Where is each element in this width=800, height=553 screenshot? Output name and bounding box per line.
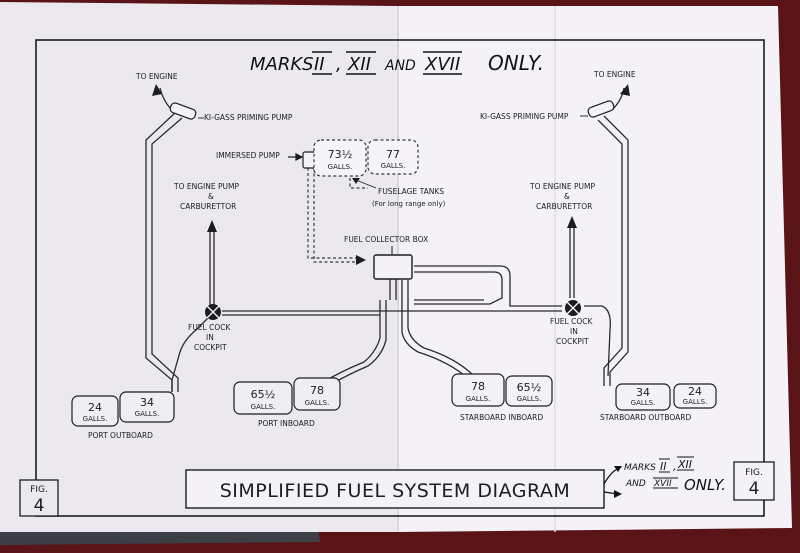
label-cock-left-3: COCKPIT	[194, 343, 227, 352]
figure-label-right: FIG.	[745, 468, 763, 478]
header-mark-a: II	[314, 54, 325, 75]
ki-gass-pump-right	[587, 100, 615, 118]
header-mark-b: XII	[347, 54, 371, 75]
tank-unit: GALLS.	[517, 395, 542, 403]
tank-value: 73½	[328, 148, 353, 161]
fuselage-leader-arrow	[352, 178, 360, 184]
header-underlines	[312, 51, 462, 75]
tank-port-inboard-a: 65½ GALLS.	[233, 381, 293, 415]
tank-fuselage-upper: 77 GALLS.	[367, 139, 419, 175]
tank-starboard-inboard-a: 78 GALLS.	[451, 373, 505, 407]
tank-unit: GALLS.	[305, 399, 330, 407]
tank-unit: GALLS.	[466, 395, 491, 403]
figure-number-right: 4	[749, 479, 760, 499]
title-box	[185, 469, 605, 509]
fuel-collector-box	[373, 254, 413, 280]
label-engine-pump-right-3: CARBURETTOR	[536, 202, 592, 211]
tank-starboard-inboard-b: 65½ GALLS.	[505, 375, 553, 407]
label-to-engine-right: TO ENGINE	[593, 70, 636, 79]
label-engine-pump-left-2: &	[208, 192, 214, 201]
label-engine-pump-right-1: TO ENGINE PUMP	[529, 182, 595, 191]
fuel-cock-right	[565, 300, 581, 316]
tank-unit: GALLS.	[251, 403, 276, 411]
label-engine-pump-left-3: CARBURETTOR	[180, 202, 236, 211]
paper-right-page	[398, 6, 792, 532]
label-port-inboard: PORT INBOARD	[258, 419, 315, 428]
label-cock-right-3: COCKPIT	[556, 337, 589, 346]
label-port-outboard: PORT OUTBOARD	[88, 431, 153, 440]
tank-value: 24	[88, 401, 102, 414]
tank-port-inboard-b: 78 GALLS.	[293, 377, 341, 411]
footer-line1-b: II	[660, 460, 667, 473]
tank-unit: GALLS.	[328, 163, 353, 171]
footer-line2-b: XVII	[653, 479, 672, 489]
footer-arrow-head-b	[614, 490, 622, 498]
label-fuselage-tanks: FUSELAGE TANKS	[378, 187, 444, 196]
figure-number-left: 4	[34, 496, 45, 516]
label-cock-left-1: FUEL COCK	[188, 323, 231, 332]
header-handwritten-note: MARKS II , XII AND XVII ONLY.	[250, 51, 544, 75]
label-cock-left-2: IN	[206, 333, 214, 342]
tank-starboard-mid: 34 GALLS.	[615, 383, 671, 411]
tank-value: 77	[386, 148, 400, 161]
footer-arrow-head-a	[614, 466, 622, 472]
tank-unit: GALLS.	[631, 399, 656, 407]
ki-gass-pump-left	[169, 102, 197, 120]
label-ki-gass-right: KI-GASS PRIMING PUMP	[480, 112, 569, 121]
tank-unit: GALLS.	[683, 398, 708, 406]
tank-value: 65½	[517, 381, 542, 394]
collector-inlet-arrow	[356, 255, 366, 265]
footer-line2-a: AND	[625, 479, 646, 489]
tank-value: 78	[310, 384, 324, 397]
diagram-labels: TO ENGINE TO ENGINE KI-GASS PRIMING PUMP…	[88, 70, 691, 440]
label-ki-gass-left: KI-GASS PRIMING PUMP	[204, 113, 293, 122]
header-mark-c: XVII	[424, 54, 460, 75]
footer-line2-c: ONLY.	[684, 476, 726, 494]
tank-port-mid: 34 GALLS.	[119, 391, 175, 423]
label-engine-pump-left-1: TO ENGINE PUMP	[173, 182, 239, 191]
label-fuel-collector-box: FUEL COLLECTOR BOX	[344, 235, 428, 244]
footer-line1-a: MARKS	[624, 463, 656, 473]
footer-underlines	[653, 456, 694, 489]
footer-handwritten-note: MARKS II , XII AND XVII ONLY.	[603, 458, 726, 498]
label-to-engine-left: TO ENGINE	[135, 72, 178, 81]
tank-unit: GALLS.	[135, 410, 160, 418]
figure-box-left: FIG. 4	[19, 479, 59, 517]
header-marks: MARKS	[250, 54, 314, 75]
footer-line1-d: XII	[677, 458, 692, 471]
tank-value: 34	[636, 386, 650, 399]
label-cock-right-1: FUEL COCK	[550, 317, 593, 326]
tank-value: 34	[140, 396, 154, 409]
tank-value: 24	[688, 385, 702, 398]
figure-label-left: FIG.	[30, 485, 48, 495]
figure-box-right: FIG. 4	[733, 461, 775, 501]
diagram-frame	[35, 39, 765, 517]
leader-lines	[198, 115, 588, 189]
label-immersed-pump: IMMERSED PUMP	[216, 151, 280, 160]
header-comma: ,	[336, 54, 342, 75]
tank-value: 78	[471, 380, 485, 393]
diagram-title: SIMPLIFIED FUEL SYSTEM DIAGRAM	[220, 480, 571, 502]
tank-unit: GALLS.	[381, 162, 406, 170]
label-starboard-outboard: STARBOARD OUTBOARD	[600, 413, 691, 422]
label-cock-right-2: IN	[570, 327, 578, 336]
header-only: ONLY.	[488, 51, 544, 75]
paper-left-page	[0, 2, 398, 532]
label-fuselage-tanks-note: (For long range only)	[372, 200, 446, 208]
fuel-pipes	[145, 87, 629, 405]
tank-port-outer: 24 GALLS.	[71, 395, 119, 427]
label-engine-pump-right-2: &	[564, 192, 570, 201]
tank-starboard-outer: 24 GALLS.	[673, 383, 717, 409]
tank-value: 65½	[251, 388, 276, 401]
fuel-cock-left	[205, 304, 221, 320]
tank-fuselage-lower: 73½ GALLS.	[313, 139, 367, 177]
long-range-dashed-pipes	[307, 162, 368, 263]
tank-unit: GALLS.	[83, 415, 108, 423]
flow-arrows	[152, 84, 630, 232]
header-and: AND	[384, 58, 416, 74]
label-starboard-inboard: STARBOARD INBOARD	[460, 413, 543, 422]
footer-line1-c: ,	[673, 460, 677, 473]
